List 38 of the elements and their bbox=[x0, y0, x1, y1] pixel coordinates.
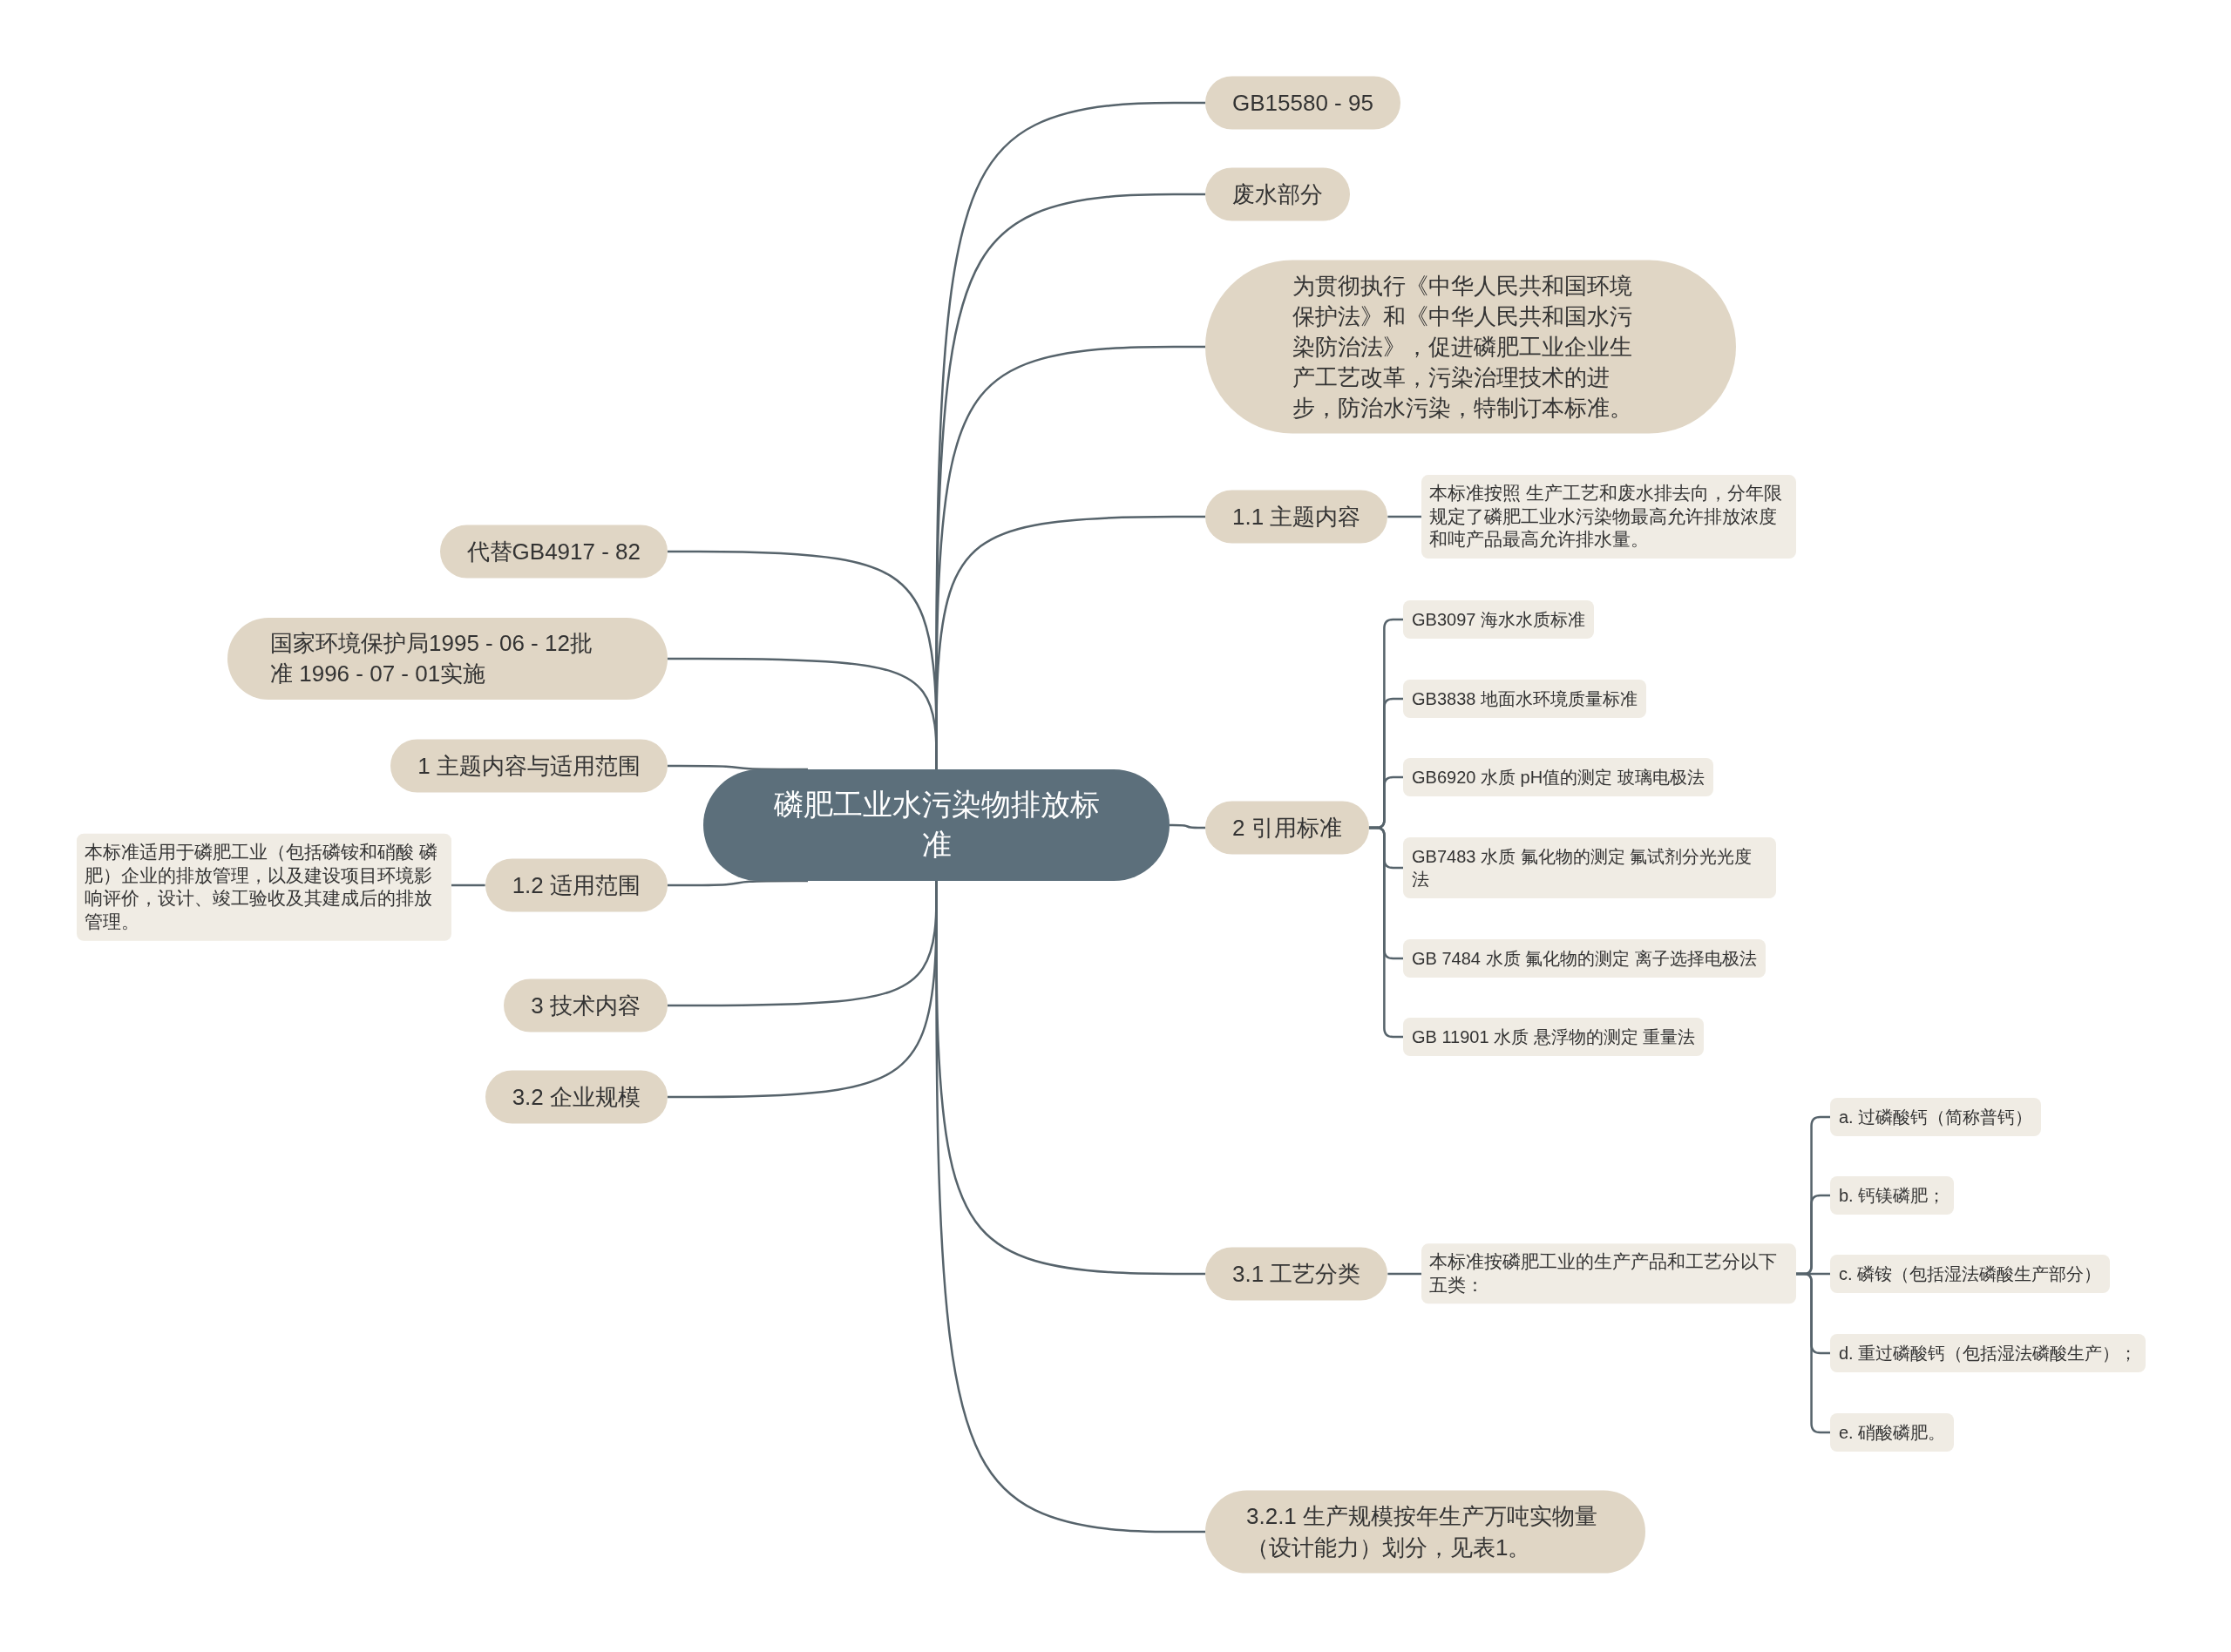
connector-line bbox=[1387, 515, 1421, 518]
connector-line bbox=[668, 879, 808, 887]
subtopic-item: c. 磷铵（包括湿法磷酸生产部分） bbox=[1830, 1255, 2111, 1293]
branch-topic: GB15580 - 95 bbox=[1205, 76, 1400, 130]
subtopic-item: e. 硝酸磷肥。 bbox=[1830, 1413, 1955, 1452]
subtopic-item: GB6920 水质 pH值的测定 玻璃电极法 bbox=[1403, 758, 1713, 796]
connector-line bbox=[668, 881, 938, 1099]
branch-topic: 为贯彻执行《中华人民共和国环境保护法》和《中华人民共和国水污染防治法》，促进磷肥工业企业生产工艺改革，污染治理技术的进步，防治水污染，特制订本标准。 bbox=[1205, 260, 1736, 434]
connector-line bbox=[668, 764, 808, 771]
branch-topic: 1.1 主题内容 bbox=[1205, 490, 1388, 544]
branch-topic: 2 引用标准 bbox=[1205, 801, 1369, 855]
subtopic-item: GB 11901 水质 悬浮物的测定 重量法 bbox=[1403, 1018, 1705, 1056]
subtopic-item: GB 7484 水质 氟化物的测定 离子选择电极法 bbox=[1403, 939, 1766, 978]
branch-topic: 代替GB4917 - 82 bbox=[439, 525, 668, 579]
subtopic-item: GB3838 地面水环境质量标准 bbox=[1403, 680, 1646, 718]
connector-line bbox=[1387, 1272, 1421, 1276]
branch-topic: 国家环境保护局1995 - 06 - 12批准 1996 - 07 - 01实施 bbox=[227, 618, 668, 700]
branch-topic: 3.2.1 生产规模按年生产万吨实物量（设计能力）划分，见表1。 bbox=[1205, 1490, 1645, 1574]
central-topic: 磷肥工业水污染物排放标准 bbox=[703, 769, 1170, 881]
detail-note: 本标准适用于磷肥工业（包括磷铵和硝酸 磷肥）企业的排放管理，以及建设项目环境影响评价，设计、竣工验收及其建成后的排放管理。 bbox=[77, 833, 451, 941]
subtopic-item: d. 重过磷酸钙（包括湿法磷酸生产）； bbox=[1830, 1334, 2146, 1372]
branch-topic: 废水部分 bbox=[1205, 167, 1350, 221]
subtopic-item: a. 过磷酸钙（简称普钙） bbox=[1830, 1098, 2042, 1136]
connector-line bbox=[1170, 823, 1205, 829]
branch-topic: 1.2 适用范围 bbox=[485, 858, 668, 912]
connector-line bbox=[1368, 826, 1403, 1039]
branch-topic: 3.1 工艺分类 bbox=[1205, 1247, 1388, 1301]
connector-line bbox=[1796, 1272, 1830, 1434]
subtopic-item: GB7483 水质 氟化物的测定 氟试剂分光光度法 bbox=[1403, 837, 1776, 898]
branch-topic: 3.2 企业规模 bbox=[485, 1070, 668, 1124]
subtopic-item: b. 钙镁磷肥； bbox=[1830, 1176, 1955, 1215]
subtopic-item: GB3097 海水水质标准 bbox=[1403, 600, 1594, 639]
connector-line bbox=[451, 884, 485, 887]
connector-line bbox=[668, 657, 938, 769]
detail-note: 本标准按照 生产工艺和废水排去向，分年限规定了磷肥工业水污染物最高允许排放浓度和吨产品最高允许排水量。 bbox=[1421, 475, 1796, 559]
branch-topic: 3 技术内容 bbox=[504, 978, 668, 1032]
branch-topic: 1 主题内容与适用范围 bbox=[390, 739, 668, 793]
detail-note: 本标准按磷肥工业的生产产品和工艺分以下五类： bbox=[1421, 1243, 1796, 1304]
